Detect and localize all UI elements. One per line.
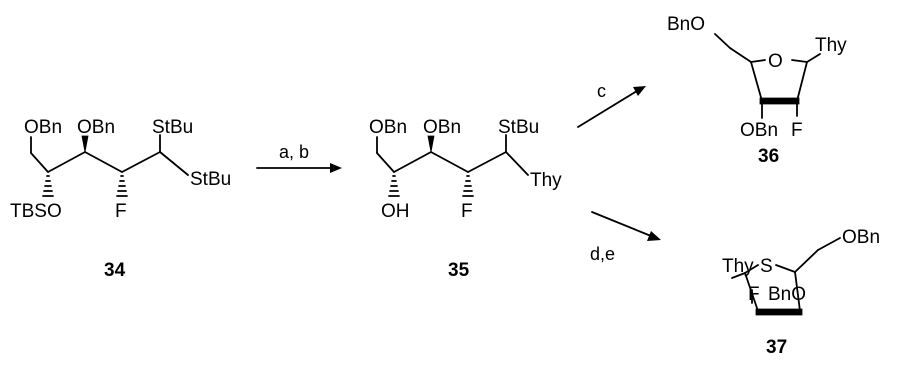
compound-37-label-f: F <box>748 284 760 305</box>
compound-36-label-ring-o: O <box>768 51 783 72</box>
compound-34-label-stbu-side: StBu <box>190 169 231 190</box>
compound-34-number: 34 <box>104 260 126 281</box>
compound-36: BnO O Thy OBn F 36 <box>667 14 847 167</box>
compound-34-label-obn-primary: OBn <box>24 117 62 138</box>
compound-36-bold-bond <box>759 97 800 105</box>
compound-37-bold-bond <box>755 308 803 316</box>
compound-34-label-f: F <box>115 201 127 222</box>
compound-35-hash-oh <box>388 175 400 197</box>
compound-37-number: 37 <box>766 337 787 358</box>
compound-37-label-ring-s: S <box>760 256 773 277</box>
compound-37: Thy S OBn F BnO 37 <box>722 227 880 358</box>
compound-34-bonds <box>30 134 189 176</box>
compound-35-wedge-obn <box>427 135 435 153</box>
arrow-ab: a, b <box>256 142 342 173</box>
compound-35-label-f: F <box>461 201 473 222</box>
compound-35-label-obn-primary: OBn <box>369 117 407 138</box>
compound-34: OBn OBn StBu StBu TBSO F 34 <box>10 117 231 281</box>
compound-37-label-thy: Thy <box>722 256 754 277</box>
compound-36-label-bno: BnO <box>667 14 705 35</box>
compound-34-hash-f <box>116 175 128 197</box>
compound-37-bonds <box>731 237 841 312</box>
compound-35-label-thy: Thy <box>530 170 562 191</box>
compound-34-label-obn-secondary: OBn <box>77 117 115 138</box>
compound-36-bonds <box>714 33 821 119</box>
compound-34-wedge-obn <box>81 135 89 153</box>
compound-35-label-stbu: StBu <box>498 117 539 138</box>
compound-35-hash-f <box>462 175 474 197</box>
arrow-c: c <box>577 81 646 128</box>
compound-37-label-bno: BnO <box>768 284 806 305</box>
compound-34-hash-tbso <box>42 175 54 197</box>
arrow-de: d,e <box>590 211 661 264</box>
compound-34-label-stbu-top: StBu <box>152 117 193 138</box>
compound-36-label-thy: Thy <box>815 35 847 56</box>
compound-36-label-f: F <box>791 120 803 141</box>
compound-35-number: 35 <box>448 260 470 281</box>
compound-35-label-obn-secondary: OBn <box>423 117 461 138</box>
compound-35-bonds <box>376 134 529 176</box>
compound-36-label-obn: OBn <box>740 120 778 141</box>
condition-c: c <box>597 81 606 101</box>
compound-35: OBn OBn StBu OH F Thy 35 <box>369 117 562 281</box>
compound-37-label-obn: OBn <box>842 227 880 248</box>
compound-36-number: 36 <box>758 146 779 167</box>
compound-34-label-tbso: TBSO <box>10 201 62 222</box>
condition-de: d,e <box>590 244 615 264</box>
condition-ab: a, b <box>279 142 309 162</box>
compound-35-label-oh: OH <box>381 201 410 222</box>
